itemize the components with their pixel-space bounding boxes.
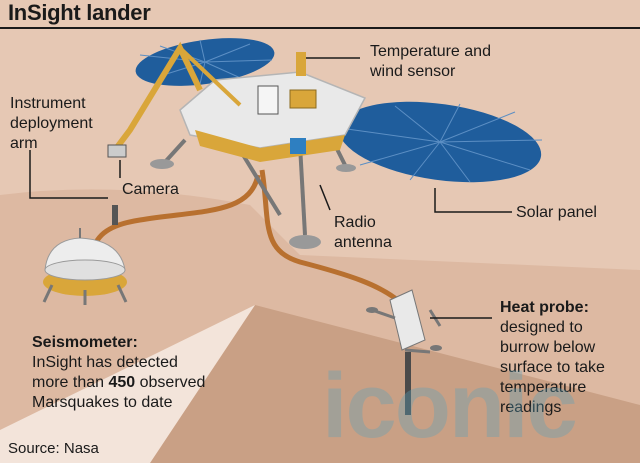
heat-probe-text: designed to burrow below surface to take… <box>500 319 605 416</box>
label-solar-panel: Solar panel <box>516 204 597 221</box>
label-instrument-arm: Instrument deployment arm <box>10 95 93 152</box>
seismometer <box>42 228 128 305</box>
right-solar-panel <box>338 101 543 183</box>
deck-instrument-box <box>257 85 279 115</box>
radio-antenna <box>290 138 306 154</box>
heat-probe-tether <box>259 169 402 304</box>
label-temperature-sensor: Temperature and wind sensor <box>370 43 491 80</box>
label-radio-antenna: Radio antenna <box>334 214 392 251</box>
title-rule <box>0 27 640 29</box>
heat-probe-heading: Heat probe: <box>500 299 589 316</box>
label-camera: Camera <box>122 181 179 198</box>
label-seismometer: Seismometer: InSight has detected more t… <box>32 333 205 413</box>
footpad-left <box>150 159 174 169</box>
arm-grapple <box>107 144 127 158</box>
footpad-right <box>336 164 356 172</box>
light-ground <box>0 305 255 463</box>
seismometer-number: 450 <box>108 374 136 391</box>
deck-panel <box>289 89 317 109</box>
lander-base <box>195 130 345 162</box>
heat-probe <box>366 289 442 415</box>
radio-antenna-leader <box>319 184 331 211</box>
rock-slope <box>150 305 640 463</box>
instrument-arm-leader <box>29 150 108 199</box>
seismometer-text-before: InSight has detected more than <box>32 354 178 391</box>
instrument-arm <box>112 41 203 152</box>
seismometer-heading: Seismometer: <box>32 334 138 351</box>
temperature-sensor-mast <box>296 52 306 76</box>
solar-panel-leader <box>434 188 512 213</box>
page-title: InSight lander <box>8 0 151 25</box>
watermark: iconic <box>322 355 578 457</box>
footpad-center <box>289 235 321 249</box>
seismometer-text-after: observed Marsquakes to date <box>32 374 206 411</box>
label-heat-probe: Heat probe: designed to burrow below sur… <box>500 298 605 418</box>
grapple-tool <box>112 205 118 225</box>
arm-to-panel-line <box>178 46 242 107</box>
source-note: Source: Nasa <box>8 440 99 457</box>
